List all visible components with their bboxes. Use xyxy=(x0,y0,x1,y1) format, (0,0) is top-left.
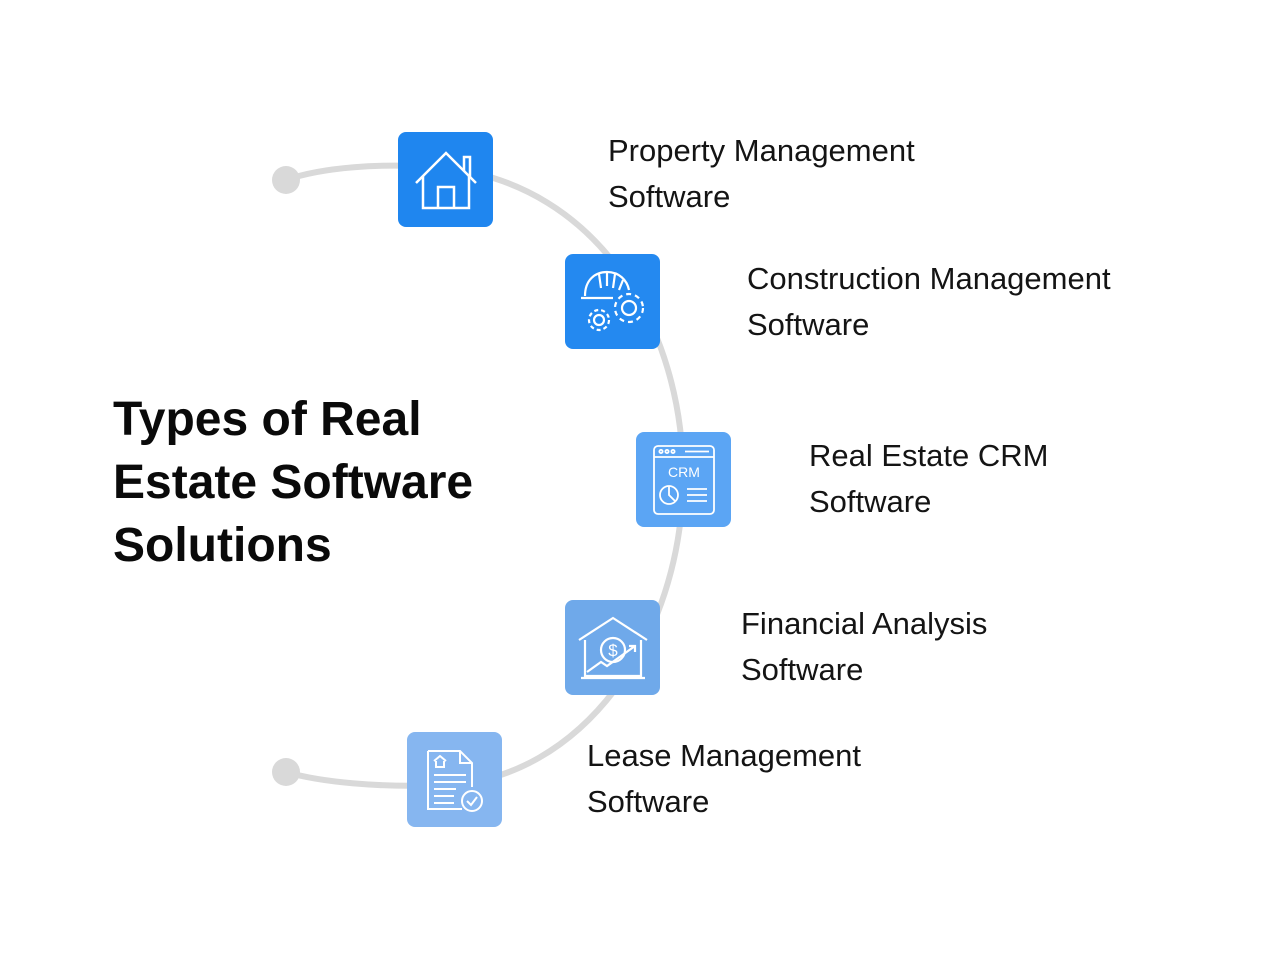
label-line2: Software xyxy=(587,784,710,819)
lease-management-label: Lease Management Software xyxy=(587,733,861,825)
financial-analysis-badge: $ xyxy=(565,600,660,695)
crm-badge: CRM xyxy=(636,432,731,527)
property-management-label: Property Management Software xyxy=(608,128,915,220)
crm-dashboard-icon: CRM xyxy=(652,444,715,515)
lease-document-icon xyxy=(426,749,483,812)
svg-text:$: $ xyxy=(608,641,618,660)
label-line2: Software xyxy=(747,307,870,342)
construction-management-label: Construction Management Software xyxy=(747,256,1111,348)
construction-management-badge xyxy=(565,254,660,349)
label-line1: Construction Management xyxy=(747,261,1111,296)
lease-management-badge xyxy=(407,732,502,827)
label-line2: Software xyxy=(741,652,864,687)
label-line2: Software xyxy=(608,179,731,214)
crm-icon-text: CRM xyxy=(668,464,700,480)
label-line2: Software xyxy=(809,484,932,519)
label-line1: Real Estate CRM xyxy=(809,438,1049,473)
label-line1: Property Management xyxy=(608,133,915,168)
property-management-badge xyxy=(398,132,493,227)
financial-analysis-label: Financial Analysis Software xyxy=(741,601,987,693)
arc-start-dot xyxy=(272,166,300,194)
helmet-gears-icon xyxy=(580,270,644,331)
page-title: Types of Real Estate Software Solutions xyxy=(113,393,474,572)
house-icon xyxy=(414,150,477,209)
label-line1: Lease Management xyxy=(587,738,862,773)
house-dollar-icon: $ xyxy=(577,616,648,679)
crm-label: Real Estate CRM Software xyxy=(809,433,1048,525)
label-line1: Financial Analysis xyxy=(741,606,988,641)
arc-end-dot xyxy=(272,758,300,786)
